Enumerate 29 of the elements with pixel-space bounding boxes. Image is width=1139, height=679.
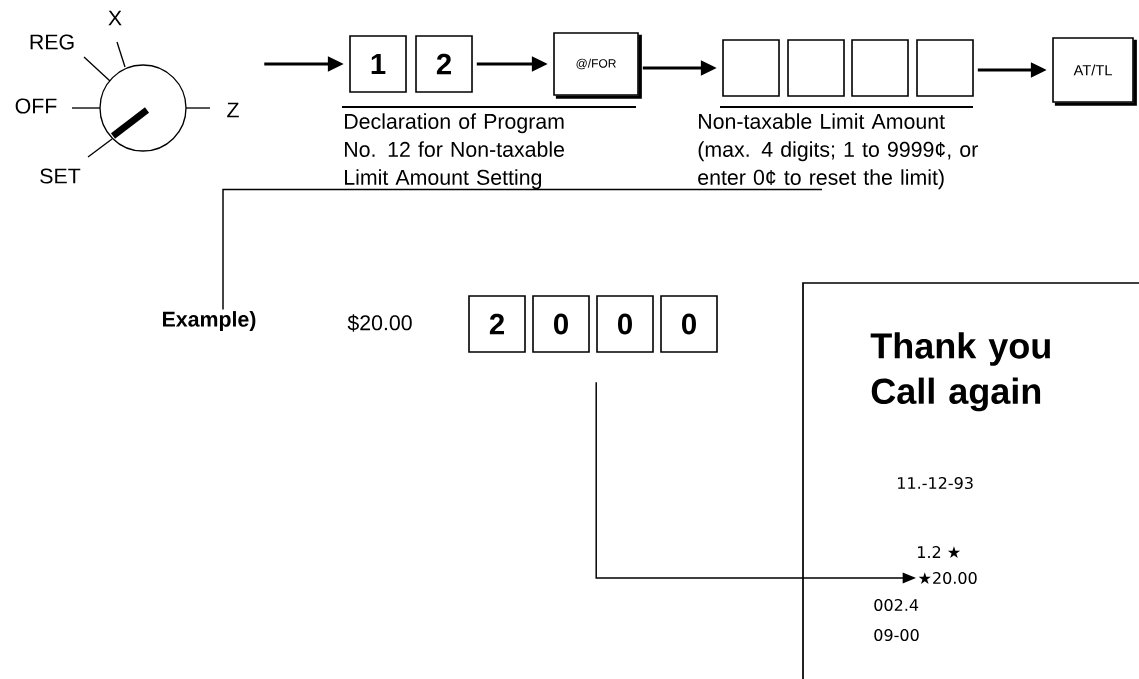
amount-label: $20.00 [347,314,412,332]
key: 2 [468,295,526,353]
receipt-line: 11.-12-93 [898,476,973,490]
receipt-line: 09-00 [874,628,919,642]
key: 0 [532,295,590,353]
example-label: Example) [163,311,256,331]
switch-position-label: Z [227,102,239,118]
leader-line [222,188,823,311]
receipt-message: Thank you Call again [870,332,1050,412]
key: 2 [415,35,473,93]
digit-box [787,39,845,97]
switch-position-label: SET [40,168,81,184]
receipt-line: 002.4 [874,598,919,612]
key: 0 [596,295,654,353]
receipt [802,282,1139,679]
receipt-line: 1.2 ★ [918,546,961,558]
caption: Declaration of Program No. 12 for Non-taxable Limit Amount Setting [345,113,564,190]
digit-box [851,39,909,97]
digit-box [722,39,780,97]
switch-position-label: OFF [15,98,57,114]
key: AT/TL [1052,37,1137,106]
key: 0 [660,295,718,353]
digit-box [916,39,974,97]
key: 1 [349,35,407,93]
switch-position-label: X [108,10,122,26]
switch-position-label: REG [30,34,74,50]
key: @/FOR [553,32,642,99]
receipt-line: ★20.00 [918,571,977,585]
caption: Non-taxable Limit Amount (max. 4 digits; 1 to 9999¢, or enter 0¢ to reset the limit) [698,113,978,190]
